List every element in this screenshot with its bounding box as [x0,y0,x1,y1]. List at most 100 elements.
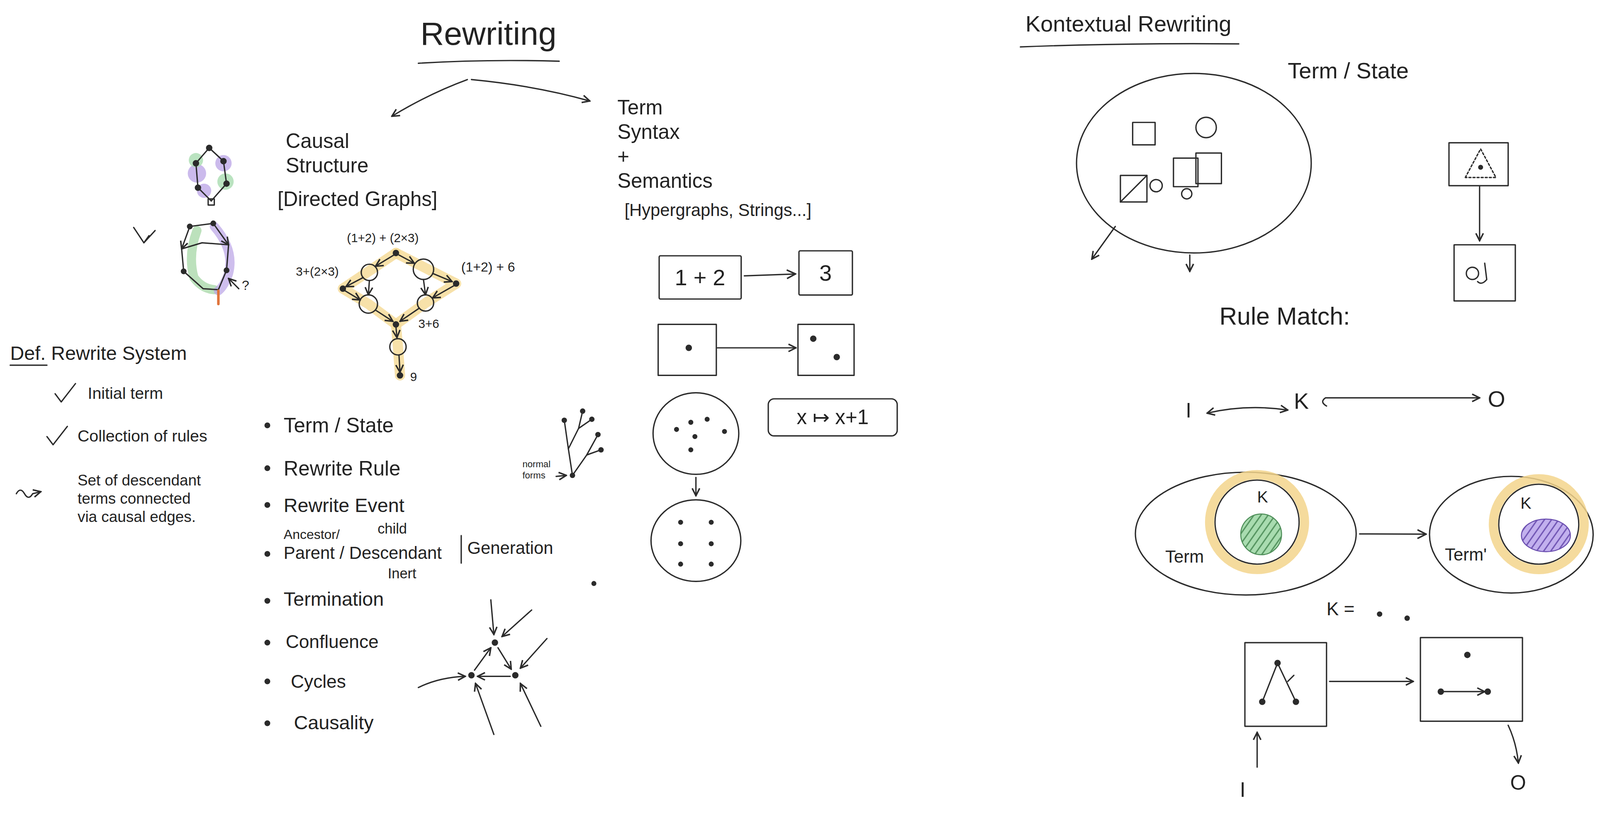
state-sketch [705,417,709,422]
causal-graph-sketch [187,224,193,229]
io-graph-sketch [1244,642,1327,727]
bullet-item: Term / State [283,413,394,438]
whiteboard-sketch [10,43,1523,768]
causal-graph-sketch [133,227,156,244]
causal-graph [340,250,459,379]
interface-dots [1377,612,1410,621]
bullet-dot [265,503,270,508]
bullet-dot [265,423,270,429]
underline [10,364,48,366]
io-graph-sketch [1464,652,1470,658]
state-sketch [695,477,697,497]
bullet-item: Cycles [290,670,346,693]
interface-dots [1377,612,1382,617]
term-state-sketch [1189,255,1191,272]
causal-graph-sketch [213,223,229,246]
causal-graph [399,355,400,373]
box-outline [768,399,898,436]
cycle-sketch [477,676,511,678]
match-halo [1209,474,1305,570]
branch-heading: Causal Structure [285,128,429,178]
rule-sketch [1449,142,1509,186]
term-box: 3 [798,250,854,297]
check-mark [55,383,76,402]
definition-item: Initial term [87,383,164,404]
term-state-sketch [1091,226,1116,260]
rule-part: O [1510,770,1527,796]
normal-form-tree [556,409,604,478]
causal-graph [343,253,401,376]
box-outline [798,250,853,296]
causal-graph [423,279,426,295]
bullet-item: Generation [467,538,554,559]
causal-graph-sketch [216,290,220,305]
causal-graph [399,308,420,322]
causal-graph-sketch [133,221,239,305]
causal-graph-sketch [195,148,212,202]
causal-graph-sketch [215,155,232,172]
state-sketch [678,542,683,546]
causal-graph-sketch [193,160,199,166]
cycle-sketch [497,647,512,670]
io-graph-sketch [1420,638,1523,722]
io-graph-sketch [1262,663,1278,702]
cycle-sketch [520,638,548,669]
term-state-sketch [1120,175,1148,203]
underline [1020,43,1239,47]
state-sketch [709,562,714,567]
io-graph-sketch [1259,699,1265,705]
causal-graph-sketch [224,181,229,187]
state-sketch [686,345,692,351]
cycle-sketch [418,600,548,736]
bullet-item: Termination [283,587,385,612]
bullet-dot [265,423,270,726]
state-sketch [650,392,741,582]
rule-part: K = [1326,598,1355,621]
causal-graph-sketch [188,153,203,168]
bullet-dot [265,640,270,646]
causal-graph-sketch [221,158,227,164]
ellipse-outline [1429,476,1593,594]
causal-graph-sketch [208,199,215,206]
io-graph-sketch [1438,689,1444,695]
state-label: 3+(2×3) [295,264,339,279]
causal-graph-sketch [181,243,229,250]
cycle-sketch [468,673,474,679]
state-sketch [834,354,840,360]
separator-bar [460,535,462,564]
rule-sketch [1449,142,1516,301]
bullet-annotation: Inert [387,565,417,583]
branch-arrow [471,79,590,102]
state-sketch [689,448,693,453]
causal-graph [432,273,453,282]
causal-graph-sketch [228,278,239,290]
cycle-sketch [490,600,494,636]
question-mark: ? [241,277,250,294]
node-text: 3 [819,260,832,286]
causal-graph-sketch [218,245,229,290]
io-graph-sketch [1293,699,1299,705]
interface-dots [1405,616,1410,621]
bullet-dot [265,552,270,557]
rule-sketch [1478,165,1483,170]
match-halo [1493,479,1585,570]
state-sketch [722,429,727,434]
rewrite-arrow [1359,533,1427,536]
rule-sketch [1465,148,1496,178]
causal-graph [375,255,394,267]
cycle-sketch [520,684,541,727]
squiggle-arrow [16,490,41,498]
branch-heading: Term Syntax + Semantics [617,94,781,193]
definition-item: Collection of rules [77,426,208,446]
state-sketch [652,392,739,475]
span-arrow [1207,407,1288,414]
lone-dot [591,582,596,586]
io-graph-sketch [1444,691,1485,693]
bullet-dot [265,466,270,471]
cycle-sketch [492,640,498,646]
causal-graph [345,277,364,287]
normal-form-tree [568,411,583,450]
causal-graph [393,321,399,327]
node-text: K [1256,487,1268,507]
io-graph-sketch [1287,675,1294,682]
